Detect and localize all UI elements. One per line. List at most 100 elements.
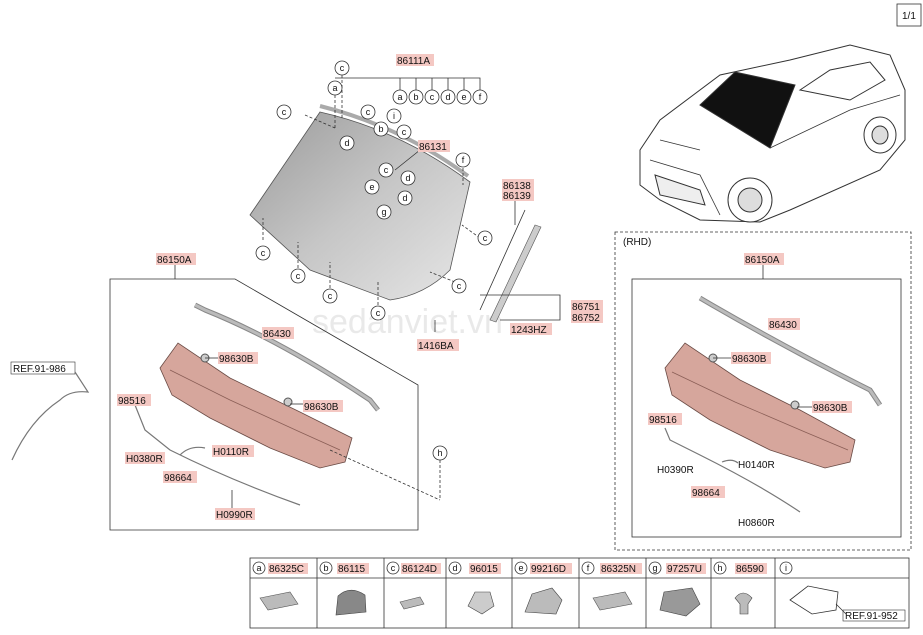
callout-circle-a (327, 80, 343, 96)
svg-text:c: c (457, 281, 462, 291)
label-cowl-seal-rhd: 86430 (769, 320, 797, 331)
label-nozzle-rhd: 98516 (649, 415, 677, 426)
legend-letter-h: h (717, 563, 722, 573)
windshield-glass (249, 104, 471, 301)
callout-circle-c (276, 104, 292, 120)
label-hose-a-lhd: H0380R (126, 454, 163, 465)
label-hose-c-rhd: H0860R (738, 518, 775, 529)
label-moulding-lower: 86139 (503, 191, 531, 202)
callout-circle-c (322, 288, 338, 304)
callout-circle-c (255, 245, 271, 261)
legend-letter-i: i (785, 563, 787, 573)
legend-letter-e: e (518, 563, 523, 573)
glass-callout-circles: c a c c i b c d f c d e d g c c c c c c (255, 60, 493, 321)
part-image-e (524, 587, 563, 615)
assy-letter-c: c (430, 92, 435, 102)
label-hose-assy-rhd: 98664 (692, 488, 720, 499)
callout-circle-c (360, 104, 376, 120)
callout-circle-d (400, 170, 416, 186)
legend-table (249, 557, 910, 629)
svg-text:c: c (483, 233, 488, 243)
label-cowl-seal-lhd: 86430 (263, 329, 291, 340)
callout-circle-i (386, 108, 402, 124)
callout-circle-c (396, 124, 412, 140)
cowl-group-lhd: 86150A 86430 98630B 98630B 98516 H0380R … (109, 253, 448, 531)
page-indicator-box (896, 3, 922, 27)
svg-text:d: d (405, 173, 410, 183)
label-hose-b-lhd: H0110R (213, 447, 249, 458)
svg-text:c: c (261, 248, 266, 258)
label-grommet-1-lhd: 98630B (219, 354, 254, 365)
legend-part-b: 86115 (338, 564, 366, 575)
legend-part-e: 99216D (531, 564, 566, 575)
part-image-f (592, 591, 633, 611)
label-rhd: (RHD) (623, 237, 651, 248)
label-ref-washer: REF.91-986 (13, 364, 66, 375)
svg-text:d: d (344, 138, 349, 148)
part-image-g (659, 587, 701, 617)
legend-letter-d: d (452, 563, 457, 573)
svg-text:g: g (381, 207, 386, 217)
svg-text:d: d (402, 193, 407, 203)
part-image-h (734, 592, 753, 615)
legend-part-d: 96015 (470, 564, 498, 575)
label-clip: 1416BA (418, 341, 454, 352)
svg-text:c: c (366, 107, 371, 117)
callout-circle-c (290, 268, 306, 284)
label-side-moulding-a: 86751 (572, 302, 600, 313)
assy-letter-e: e (461, 92, 466, 102)
part-image-c (399, 596, 425, 610)
callout-circle-c (370, 305, 386, 321)
callout-circle-c (451, 278, 467, 294)
label-side-moulding-b: 86752 (572, 313, 600, 324)
legend-part-h: 86590 (736, 564, 764, 575)
legend-part-f: 86325N (601, 564, 636, 575)
page-indicator: 1/1 (902, 11, 916, 22)
assy-letter-d: d (445, 92, 450, 102)
legend-headers: a 86325C b 86115 c 86124D d 96015 e 9921… (252, 561, 906, 622)
assy-letter-row: a b c d e f (392, 89, 488, 105)
svg-text:f: f (462, 155, 465, 165)
label-hose-a-rhd: H0390R (657, 465, 694, 476)
label-hose-c-lhd: H0990R (216, 510, 253, 521)
leader-lines-top (262, 75, 561, 332)
label-windshield-glass: 86131 (419, 142, 447, 153)
svg-text:c: c (376, 308, 381, 318)
label-hose-b-rhd: H0140R (738, 460, 775, 471)
svg-text:i: i (393, 111, 395, 121)
watermark: sedanviet.vn (312, 303, 503, 341)
label-moulding-upper: 86138 (503, 181, 531, 192)
svg-text:c: c (282, 107, 287, 117)
legend-part-c: 86124D (402, 564, 437, 575)
windshield-side-moulding (479, 209, 542, 323)
label-nozzle-lhd: 98516 (118, 396, 146, 407)
label-hose-assy-lhd: 98664 (164, 473, 192, 484)
callout-circle-b (373, 121, 389, 137)
svg-text:c: c (296, 271, 301, 281)
legend-part-images (259, 585, 847, 617)
label-windshield-assy: 86111A (397, 56, 430, 67)
assy-letter-a: a (397, 92, 402, 102)
callout-circle-g (376, 204, 392, 220)
legend-letter-f: f (587, 563, 590, 573)
svg-text:b: b (378, 124, 383, 134)
part-image-d (467, 591, 495, 615)
label-grommet-1-rhd: 98630B (732, 354, 767, 365)
part-image-i (789, 585, 839, 615)
legend-part-g: 97257U (667, 564, 702, 575)
callout-circle-c (378, 162, 394, 178)
callout-circle-e (364, 179, 380, 195)
part-image-a (259, 591, 299, 611)
legend-letter-g: g (652, 563, 657, 573)
legend-part-a: 86325C (269, 564, 304, 575)
label-grommet-2-rhd: 98630B (813, 403, 848, 414)
svg-text:c: c (384, 165, 389, 175)
cowl-group-rhd: (RHD) 86150A 86430 98630B 98630B 98516 H… (614, 231, 912, 551)
svg-text:e: e (369, 182, 374, 192)
legend-ref-i: REF.91-952 (845, 611, 898, 622)
callout-circle-d (339, 135, 355, 151)
label-cowl-assy-lhd: 86150A (157, 255, 192, 266)
legend-letter-b: b (323, 563, 328, 573)
